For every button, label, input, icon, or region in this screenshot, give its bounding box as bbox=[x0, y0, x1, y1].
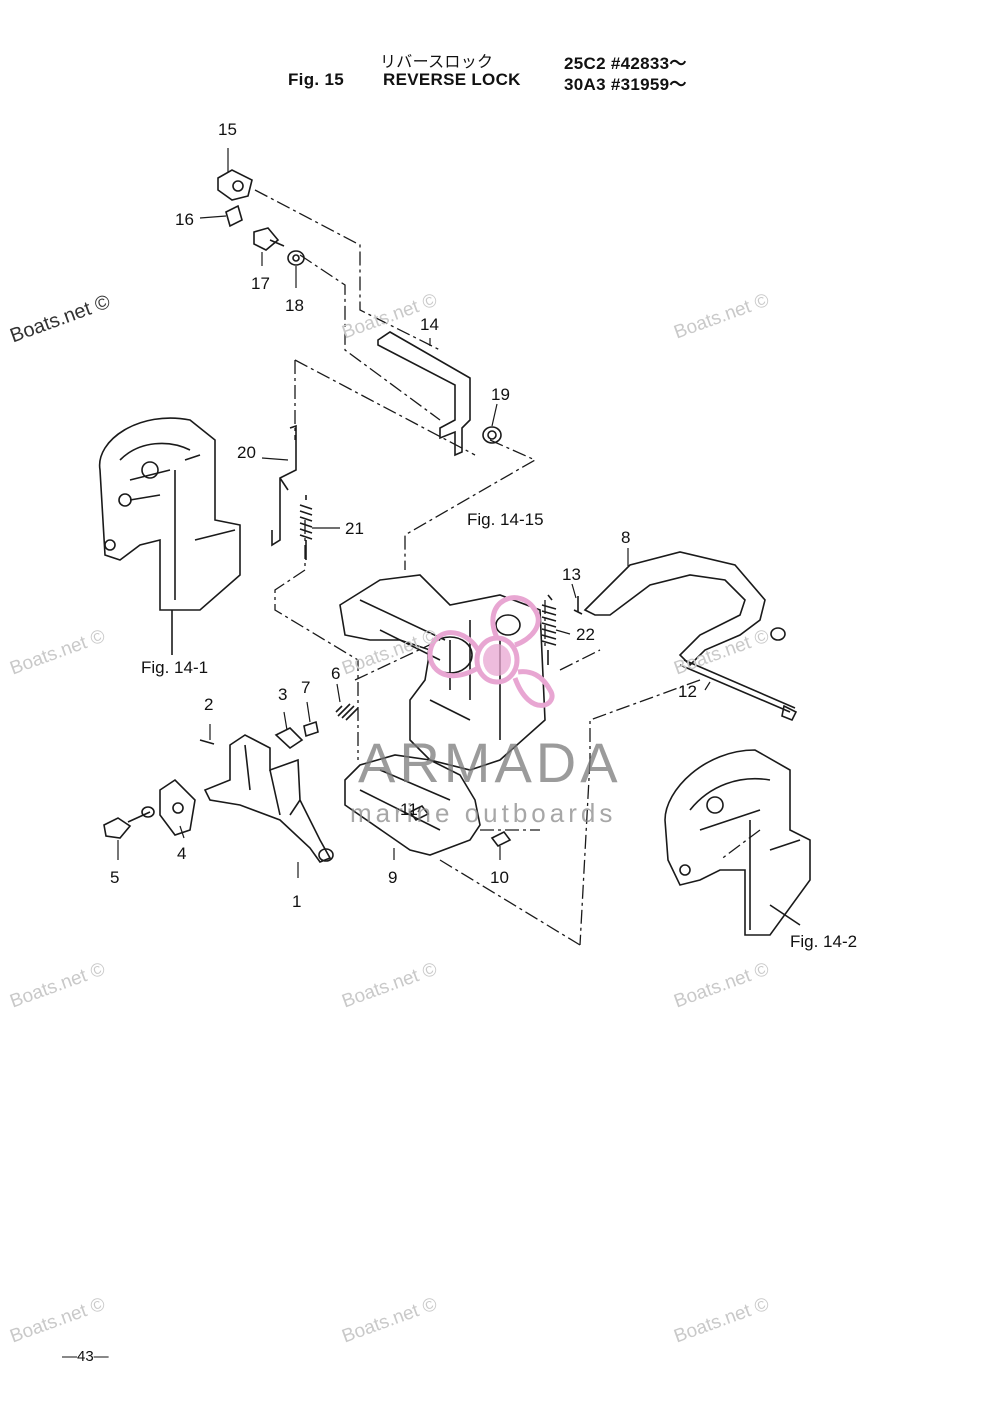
callout-7: 7 bbox=[301, 678, 311, 697]
part-8-loop-bracket bbox=[583, 551, 766, 667]
callout-22: 22 bbox=[576, 625, 595, 644]
part-14-bracket bbox=[377, 331, 471, 457]
callout-11: 11 bbox=[400, 800, 418, 819]
part-21-spring bbox=[299, 495, 313, 560]
diagram-title: REVERSE LOCK bbox=[383, 70, 521, 89]
part-16-clip bbox=[225, 204, 243, 228]
ref-fig-14-2: Fig. 14-2 bbox=[790, 932, 858, 951]
fig-14-2-bracket bbox=[664, 749, 811, 936]
part-3-roller bbox=[274, 727, 304, 750]
armada-logo-text: ARMADA bbox=[358, 731, 622, 794]
part-19-washer bbox=[482, 426, 502, 444]
ref-fig-14-15: Fig. 14-15 bbox=[467, 510, 544, 529]
callout-13: 13 bbox=[562, 565, 581, 584]
part-4-plate bbox=[159, 778, 196, 836]
fig-14-1-bracket bbox=[98, 417, 241, 611]
part-15-plate bbox=[217, 169, 253, 201]
figure-label: Fig. 15 bbox=[288, 70, 344, 89]
callout-5: 5 bbox=[110, 868, 120, 887]
ref-fig-14-1: Fig. 14-1 bbox=[141, 658, 209, 677]
swivel-bracket bbox=[339, 574, 546, 771]
callout-2: 2 bbox=[204, 695, 214, 714]
callout-12: 12 bbox=[678, 682, 697, 701]
callout-1: 1 bbox=[292, 892, 302, 911]
model-serial-2: 30A3 #31959～ bbox=[564, 75, 687, 94]
part-17-bolt bbox=[253, 227, 285, 251]
part-6-spring bbox=[335, 703, 359, 721]
callout-20: 20 bbox=[237, 443, 256, 462]
part-10-screw bbox=[490, 830, 512, 848]
part-7-pin bbox=[303, 720, 319, 738]
part-2-pin bbox=[199, 739, 215, 745]
callout-10: 10 bbox=[490, 868, 509, 887]
part-5-bolt bbox=[103, 811, 151, 839]
callout-16: 16 bbox=[175, 210, 194, 229]
callout-3: 3 bbox=[278, 685, 288, 704]
callout-4: 4 bbox=[177, 844, 187, 863]
callout-14: 14 bbox=[420, 315, 439, 334]
part-20-rod bbox=[271, 424, 297, 547]
callout-18: 18 bbox=[285, 296, 304, 315]
callout-9: 9 bbox=[388, 868, 398, 887]
armada-propeller-logo bbox=[427, 595, 555, 708]
leader-lines bbox=[117, 148, 711, 878]
callout-15: 15 bbox=[218, 120, 237, 139]
part-12-long-bolt bbox=[679, 659, 796, 713]
part-1-lever bbox=[203, 734, 332, 863]
part-11-screw bbox=[408, 804, 430, 822]
japanese-title: リバースロック bbox=[380, 52, 494, 71]
part-18-washer bbox=[287, 250, 305, 266]
callout-21: 21 bbox=[345, 519, 364, 538]
assembly-dash-lines bbox=[254, 189, 761, 946]
callout-6: 6 bbox=[331, 664, 341, 683]
page-number: —43— bbox=[62, 1348, 109, 1365]
callout-17: 17 bbox=[251, 274, 270, 293]
armada-logo-subtext: marine outboards bbox=[350, 798, 617, 828]
model-serial-1: 25C2 #42833～ bbox=[564, 54, 687, 73]
callout-19: 19 bbox=[491, 385, 510, 404]
part-9-plate bbox=[344, 754, 481, 856]
callout-8: 8 bbox=[621, 528, 631, 547]
part-13-pin bbox=[573, 596, 583, 615]
part-22-spring bbox=[541, 594, 557, 665]
